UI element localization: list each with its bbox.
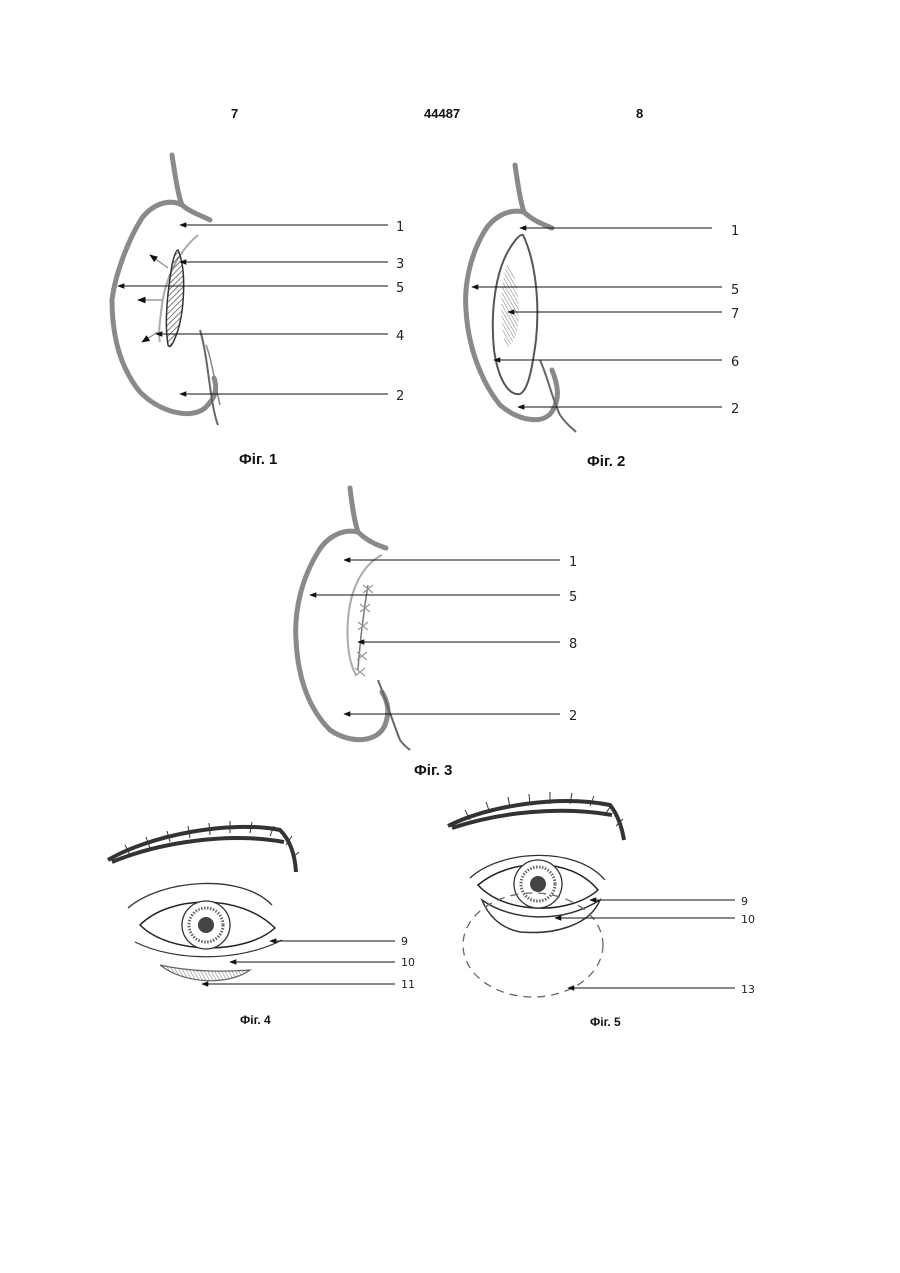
fig1-label-1: 1	[396, 220, 404, 235]
figure-5-eye	[448, 792, 735, 997]
ear-outline	[112, 155, 216, 414]
figure-3-ear	[296, 488, 560, 750]
fig1-label-5: 5	[396, 281, 404, 296]
fig2-label-7: 7	[731, 307, 739, 322]
sutures	[355, 585, 373, 676]
fig2-label-2: 2	[731, 402, 739, 417]
figure-4-caption: Фіг. 4	[240, 1013, 271, 1027]
fig1-label-2: 2	[396, 389, 404, 404]
fig5-label-10: 10	[741, 913, 755, 926]
cartilage-zone	[501, 262, 518, 347]
fig3-label-1: 1	[569, 555, 577, 570]
fig3-label-8: 8	[569, 637, 577, 652]
fig1-label-4: 4	[396, 329, 404, 344]
excision-crescent	[160, 965, 250, 981]
figure-1-caption: Фіг. 1	[239, 451, 277, 468]
figure-1-ear	[112, 155, 388, 425]
figure-2-ear	[466, 165, 722, 432]
fig1-label-3: 3	[396, 257, 404, 272]
fig2-label-1: 1	[731, 224, 739, 239]
fig3-label-5: 5	[569, 590, 577, 605]
fig4-label-9: 9	[401, 935, 408, 948]
figure-5-caption: Фіг. 5	[590, 1015, 621, 1029]
figure-4-eye	[108, 821, 395, 984]
fig5-label-9: 9	[741, 895, 748, 908]
fig4-label-10: 10	[401, 956, 415, 969]
fig5-label-13: 13	[741, 983, 755, 996]
excision-zone	[166, 250, 183, 347]
figure-2-caption: Фіг. 2	[587, 453, 625, 470]
figure-3-caption: Фіг. 3	[414, 762, 452, 779]
fig3-label-2: 2	[569, 709, 577, 724]
fig2-label-6: 6	[731, 355, 739, 370]
eyebrow	[108, 827, 296, 872]
fig2-label-5: 5	[731, 283, 739, 298]
fig4-label-11: 11	[401, 978, 415, 991]
